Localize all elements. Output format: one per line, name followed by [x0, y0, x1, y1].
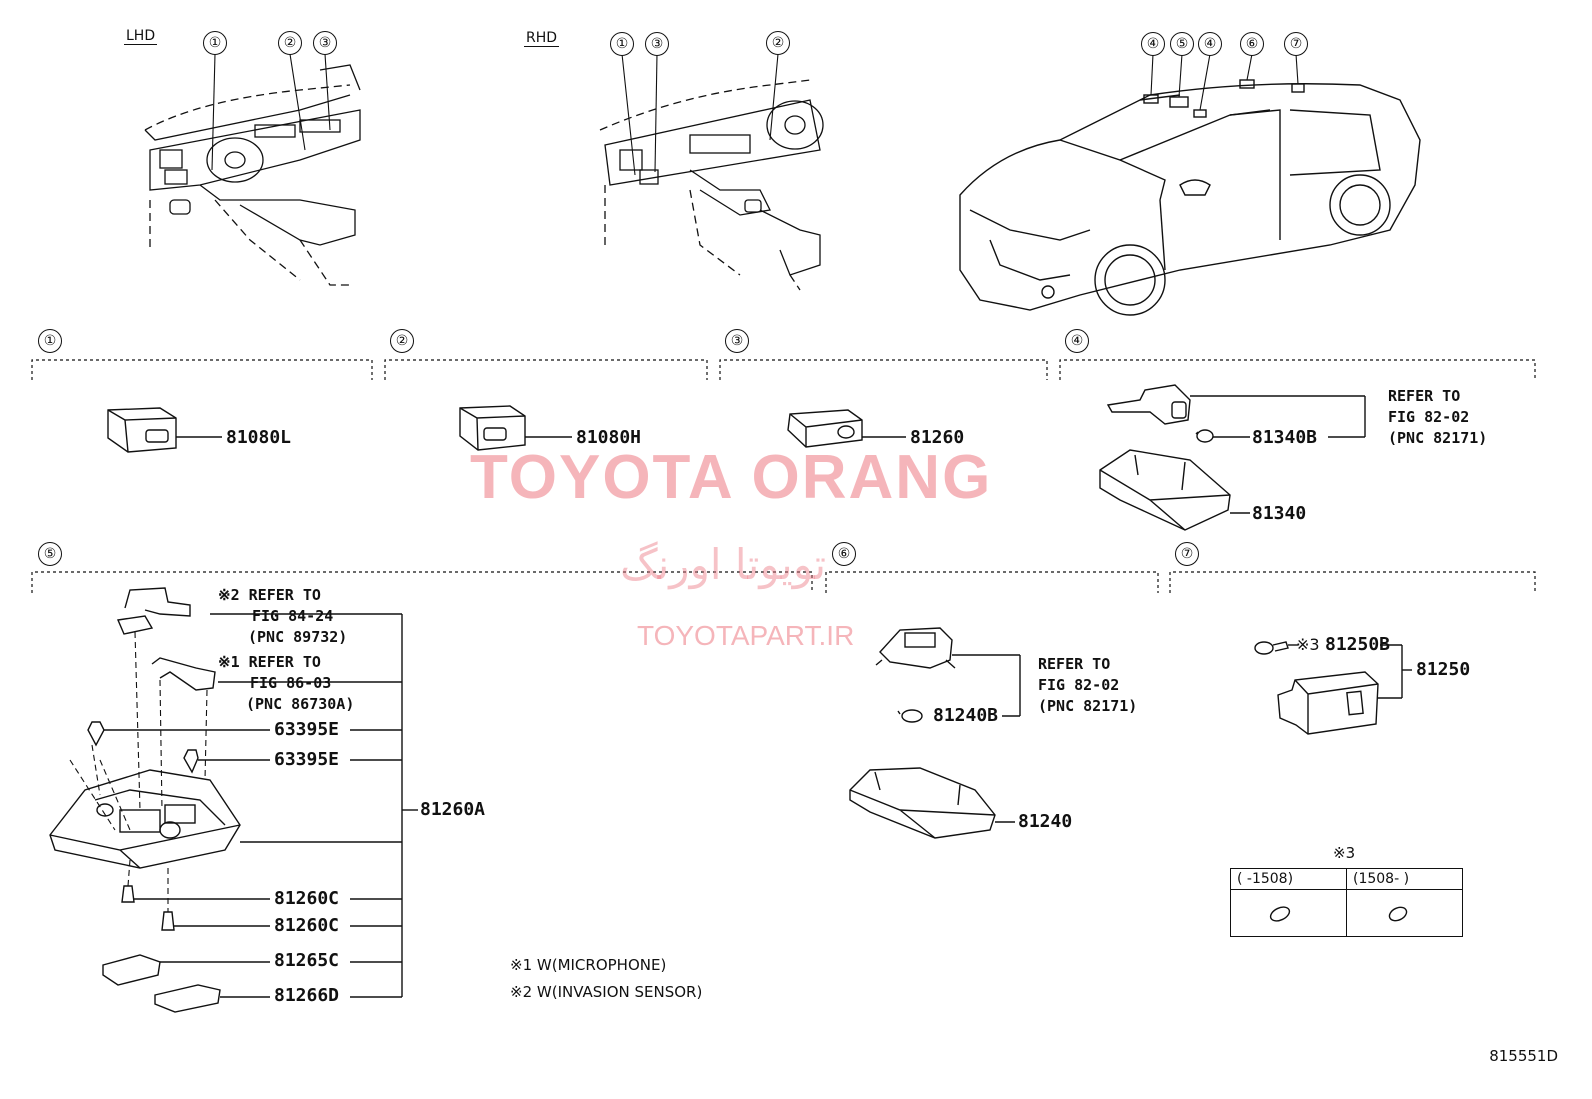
view-label-rhd: RHD — [524, 30, 560, 47]
watermark-persian: تویوتا اورنگ — [620, 540, 827, 589]
part-label-81340[interactable]: 81340 — [1252, 503, 1307, 524]
part-label-81240[interactable]: 81240 — [1018, 811, 1073, 832]
refer-fig: FIG 84-24 — [252, 607, 334, 625]
callout-lhd-1: ① — [203, 31, 227, 55]
part-label-63395E-b[interactable]: 63395E — [274, 749, 340, 770]
part-label-63395E-a[interactable]: 63395E — [274, 719, 340, 740]
part-label-81260C-b[interactable]: 81260C — [274, 915, 340, 936]
callout-rhd-2: ② — [766, 31, 790, 55]
refer-line: REFER TO — [1038, 655, 1111, 673]
version-col-1: ( -1508) — [1230, 868, 1347, 890]
version-table: ( -1508) (1508- ) — [1230, 868, 1463, 937]
refer-line: ※1 REFER TO — [218, 653, 321, 671]
refer-to-block-4[interactable]: REFER TO FIG 82-02 (PNC 82171) — [1388, 386, 1487, 449]
callout-car-4a: ④ — [1141, 32, 1165, 56]
section-7-marker: ⑦ — [1175, 542, 1199, 566]
callout-car-4b: ④ — [1198, 32, 1222, 56]
diagram-code: 815551D — [1489, 1047, 1558, 1065]
watermark-url: TOYOTAPART.IR — [637, 620, 855, 651]
part-label-81240B[interactable]: 81240B — [933, 705, 999, 726]
refer-to-block-6[interactable]: REFER TO FIG 82-02 (PNC 82171) — [1038, 654, 1137, 717]
section-6-marker: ⑥ — [832, 542, 856, 566]
section-3-marker: ③ — [725, 329, 749, 353]
callout-rhd-3: ③ — [645, 32, 669, 56]
part-label-81080L[interactable]: 81080L — [226, 427, 292, 448]
section-4-marker: ④ — [1065, 329, 1089, 353]
bulb-cell-1 — [1230, 889, 1347, 937]
part-81340-drawing — [1099, 449, 1250, 531]
part-label-81250[interactable]: 81250 — [1416, 659, 1471, 680]
section-1-marker: ① — [38, 329, 62, 353]
bulb-cell-2 — [1346, 889, 1463, 937]
refer-line: ※2 REFER TO — [218, 586, 321, 604]
refer-fig: FIG 82-02 — [1388, 408, 1470, 426]
callout-car-6: ⑥ — [1240, 32, 1264, 56]
part-81260-drawing — [787, 409, 906, 448]
part-81240B-drawing — [875, 627, 1021, 723]
view-label-lhd: LHD — [124, 28, 158, 45]
version-table-title: ※3 — [1333, 844, 1356, 862]
refer-pnc: (PNC 89732) — [248, 628, 348, 646]
part-label-81266D[interactable]: 81266D — [274, 985, 340, 1006]
part-81080H-drawing — [459, 405, 572, 451]
refer-pnc: (PNC 86730A) — [246, 695, 355, 713]
rhd-interior-illustration — [599, 79, 824, 291]
part-81250B-drawing — [1254, 641, 1298, 655]
part-label-81250B[interactable]: 81250B — [1325, 634, 1391, 655]
part-label-81260[interactable]: 81260 — [910, 427, 965, 448]
car-illustration — [959, 79, 1421, 316]
callout-car-5: ⑤ — [1170, 32, 1194, 56]
part-label-81340B[interactable]: 81340B — [1252, 427, 1318, 448]
section-brackets — [31, 359, 1536, 593]
part-81260A-drawing — [49, 587, 418, 1013]
lhd-interior-illustration — [144, 64, 361, 286]
refer-to-block-5a[interactable]: ※2 REFER TO FIG 84-24 (PNC 89732) — [218, 585, 347, 648]
callout-lhd-3: ③ — [313, 31, 337, 55]
note-mark-3: ※3 — [1296, 635, 1320, 654]
version-col-2: (1508- ) — [1346, 868, 1463, 890]
section-2-marker: ② — [390, 329, 414, 353]
part-label-81260C-a[interactable]: 81260C — [274, 888, 340, 909]
refer-fig: FIG 86-03 — [250, 674, 332, 692]
refer-to-block-5b[interactable]: ※1 REFER TO FIG 86-03 (PNC 86730A) — [218, 652, 354, 715]
part-81250-drawing — [1277, 644, 1412, 735]
footnote-2: ※2 W(INVASION SENSOR) — [510, 983, 703, 1001]
callout-rhd-1: ① — [610, 32, 634, 56]
section-5-marker: ⑤ — [38, 542, 62, 566]
part-label-81260A[interactable]: 81260A — [420, 799, 486, 820]
refer-line: REFER TO — [1388, 387, 1461, 405]
refer-fig: FIG 82-02 — [1038, 676, 1120, 694]
part-81080L-drawing — [107, 407, 222, 453]
watermark-title: TOYOTA ORANG — [470, 443, 993, 512]
part-81340B-drawing — [1106, 384, 1366, 443]
part-label-81080H[interactable]: 81080H — [576, 427, 642, 448]
refer-pnc: (PNC 82171) — [1038, 697, 1138, 715]
overview-leader-lines — [211, 53, 1299, 176]
part-81240-drawing — [849, 767, 1015, 839]
refer-pnc: (PNC 82171) — [1388, 429, 1488, 447]
callout-car-7: ⑦ — [1284, 32, 1308, 56]
callout-lhd-2: ② — [278, 31, 302, 55]
part-label-81265C[interactable]: 81265C — [274, 950, 340, 971]
footnote-1: ※1 W(MICROPHONE) — [510, 956, 667, 974]
